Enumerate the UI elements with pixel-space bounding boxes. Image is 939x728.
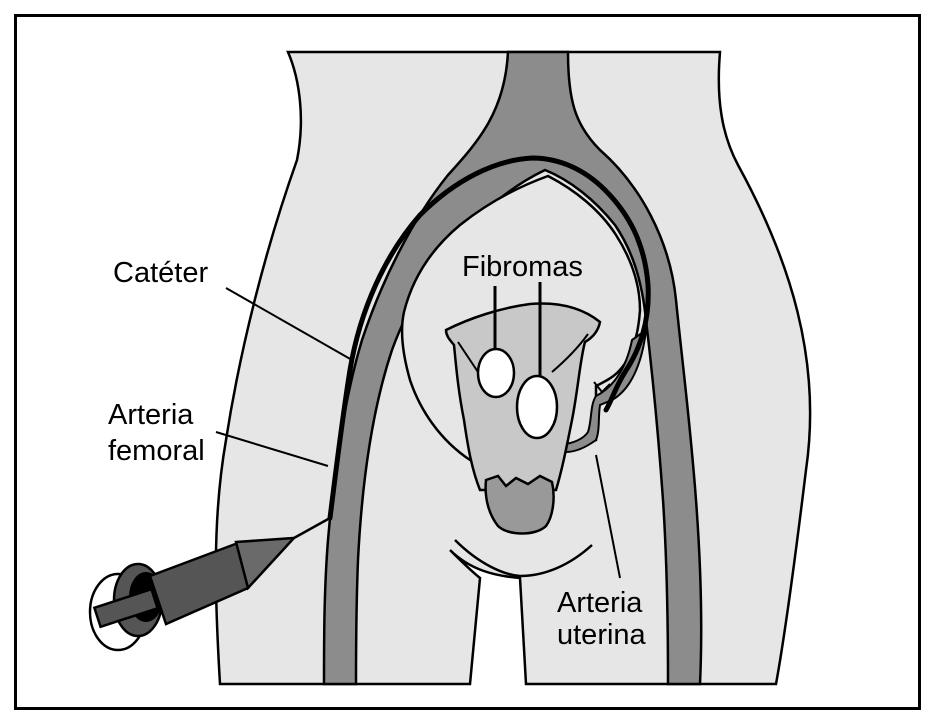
label-arteria-femoral-line1: Arteria bbox=[108, 399, 194, 431]
introducer-tip bbox=[234, 536, 298, 591]
leader-cateter bbox=[225, 287, 353, 361]
label-arteria-femoral-line2: femoral bbox=[108, 435, 205, 467]
crotch-line bbox=[454, 539, 593, 578]
uterine-artery-notch bbox=[593, 381, 611, 394]
leader-arteria-uterina bbox=[595, 454, 621, 579]
fibroid-left bbox=[476, 347, 516, 399]
leader-arteria-femoral bbox=[215, 431, 329, 467]
catheter-entry-line bbox=[293, 516, 331, 540]
catheter-line bbox=[327, 155, 651, 521]
label-arteria-uterina-line1: Arteria bbox=[557, 587, 643, 619]
fibroid-right bbox=[515, 374, 559, 440]
label-fibromas: Fibromas bbox=[462, 251, 583, 283]
label-cateter: Catéter bbox=[113, 257, 208, 289]
uterus-inner-right bbox=[551, 333, 589, 373]
label-arteria-uterina-line2: uterina bbox=[557, 619, 647, 651]
catheter-introducer bbox=[88, 536, 298, 652]
introducer-plunger bbox=[92, 587, 160, 629]
cervix bbox=[484, 474, 555, 535]
